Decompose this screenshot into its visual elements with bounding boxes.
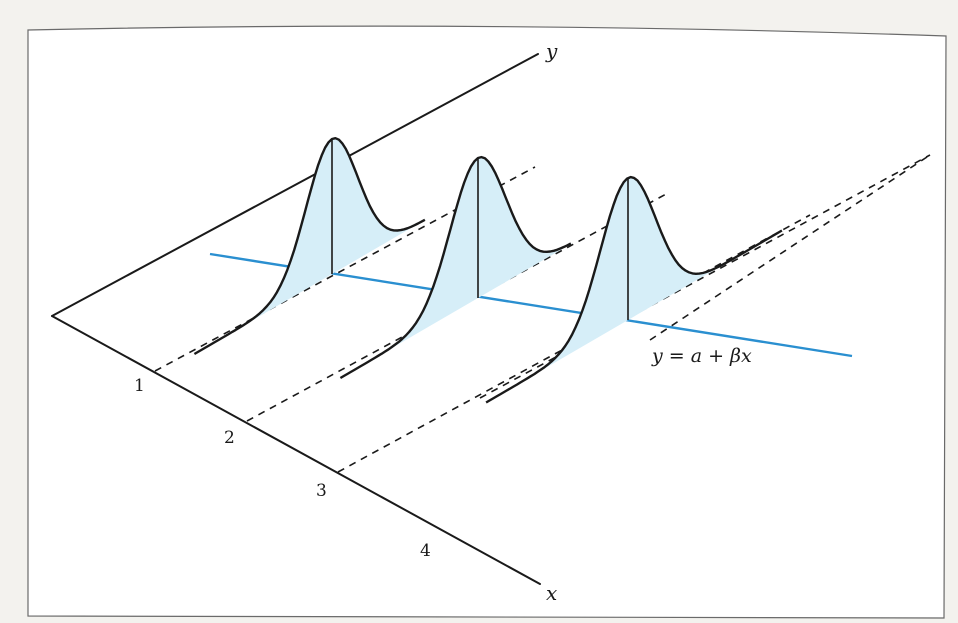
regression-equation: y = a + βx: [651, 345, 752, 367]
tick-label-1: 1: [134, 376, 145, 396]
figure-frame: [27, 25, 947, 619]
normal-curve-2: [339, 155, 572, 380]
tick-label-4: 4: [420, 541, 431, 561]
projection-line-3: [337, 214, 811, 473]
curve-fill-2: [340, 157, 573, 378]
y-axis: [51, 53, 539, 317]
x-axis: [51, 315, 541, 585]
curve-fill-1: [194, 138, 427, 354]
curve-fill-3: [486, 177, 783, 403]
y-axis-label: y: [545, 39, 558, 63]
projection-line-4: [649, 154, 931, 341]
normal-curve-1: [193, 137, 426, 356]
normal-curve-3: [485, 175, 783, 404]
normal-curves: [193, 137, 783, 404]
tick-label-3: 3: [316, 481, 327, 501]
x-axis-label: x: [546, 581, 557, 605]
tick-label-2: 2: [224, 428, 235, 448]
projection-line-1: [154, 166, 536, 372]
